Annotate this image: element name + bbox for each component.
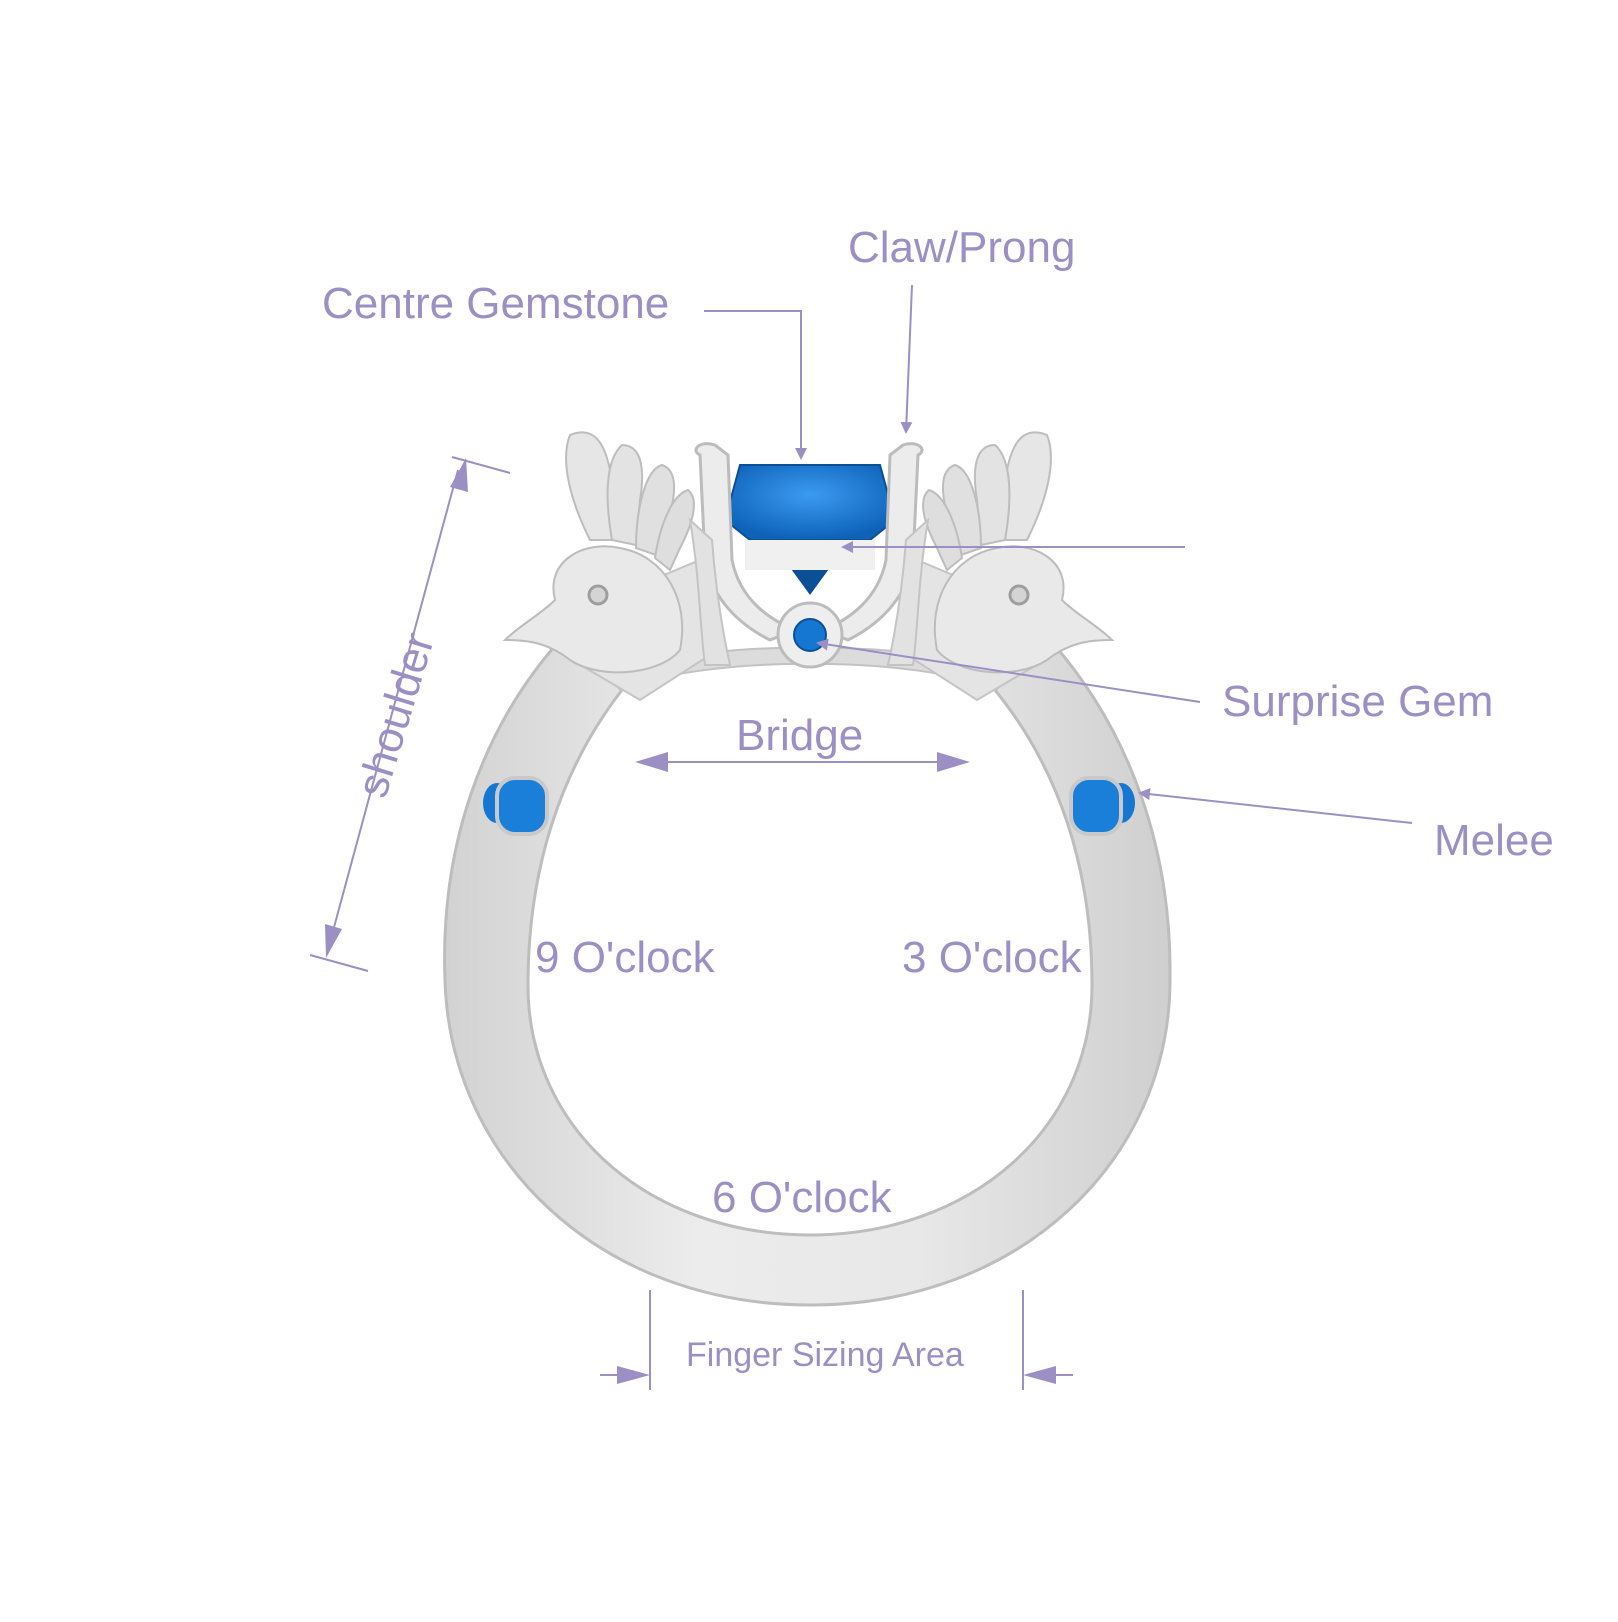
melee-right xyxy=(1069,776,1135,836)
label-6-oclock: 6 O'clock xyxy=(712,1173,893,1222)
label-melee: Melee xyxy=(1434,816,1554,865)
ring-illustration xyxy=(443,431,1172,1307)
annotation-lines xyxy=(309,284,1413,1390)
shoulder-dimension-line xyxy=(329,469,459,943)
label-shoulder: shoulder xyxy=(348,627,444,803)
label-9-oclock: 9 O'clock xyxy=(535,933,716,982)
label-finger-sizing-area: Finger Sizing Area xyxy=(686,1336,964,1374)
label-3-oclock: 3 O'clock xyxy=(902,933,1083,982)
label-surprise-gem: Surprise Gem xyxy=(1222,677,1493,726)
surprise-gem xyxy=(776,601,844,669)
ring-shank xyxy=(443,637,1172,1307)
surprise-gem-leader xyxy=(816,638,1201,703)
label-claw-prong: Claw/Prong xyxy=(848,223,1075,272)
centre-gemstone-leader xyxy=(704,310,807,460)
claw-prong-leader xyxy=(900,284,913,434)
right-peacock-head xyxy=(905,431,1115,702)
melee-leader xyxy=(1138,788,1413,824)
label-centre-gemstone: Centre Gemstone xyxy=(322,279,669,328)
label-bridge: Bridge xyxy=(736,711,863,760)
centre-gemstone xyxy=(723,464,897,595)
claw-prongs xyxy=(688,442,930,666)
left-peacock-head xyxy=(502,431,712,702)
melee-left xyxy=(483,776,549,836)
